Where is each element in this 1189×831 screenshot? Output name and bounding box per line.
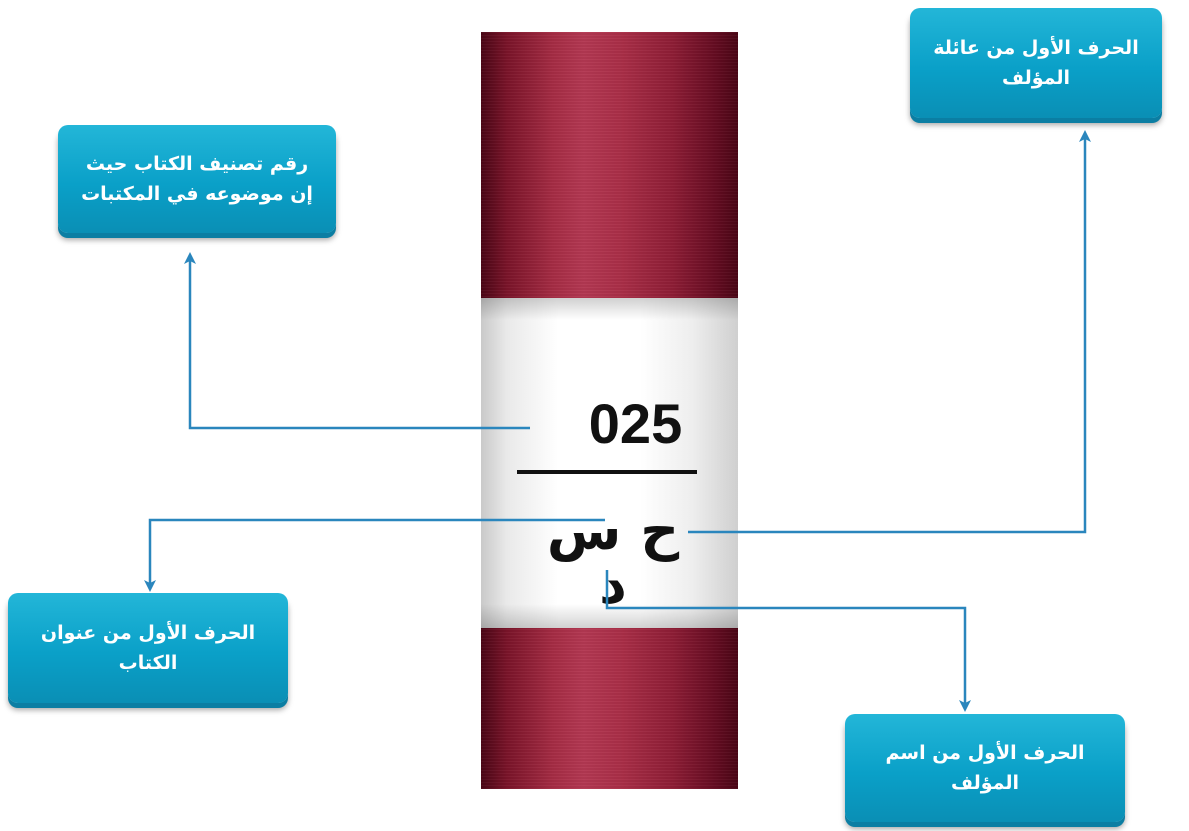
connector-book-title	[144, 518, 605, 592]
spine-letters: ح س د	[546, 499, 680, 616]
callout-book-title-text: الحرف الأول من عنوان الكتاب	[40, 622, 256, 674]
spine-label: 025 ح س د	[481, 298, 738, 628]
callout-author-family: الحرف الأول من عائلة المؤلف	[910, 8, 1162, 118]
callout-author-family-text: الحرف الأول من عائلة المؤلف	[933, 37, 1139, 89]
callout-author-name-text: الحرف الأول من اسم المؤلف	[885, 742, 1085, 794]
connector-author-name	[605, 570, 971, 712]
connector-author-family	[688, 130, 1091, 534]
callout-classification-text: رقم تصنيف الكتاب حيث إن موضوعه في المكتب…	[81, 153, 313, 205]
label-divider	[517, 470, 697, 474]
callout-book-title: الحرف الأول من عنوان الكتاب	[8, 593, 288, 703]
callout-author-name: الحرف الأول من اسم المؤلف	[845, 714, 1125, 822]
callout-classification: رقم تصنيف الكتاب حيث إن موضوعه في المكتب…	[58, 125, 336, 233]
label-shade-top	[481, 298, 738, 320]
classification-number: 025	[588, 392, 683, 455]
connector-classification	[184, 252, 530, 430]
